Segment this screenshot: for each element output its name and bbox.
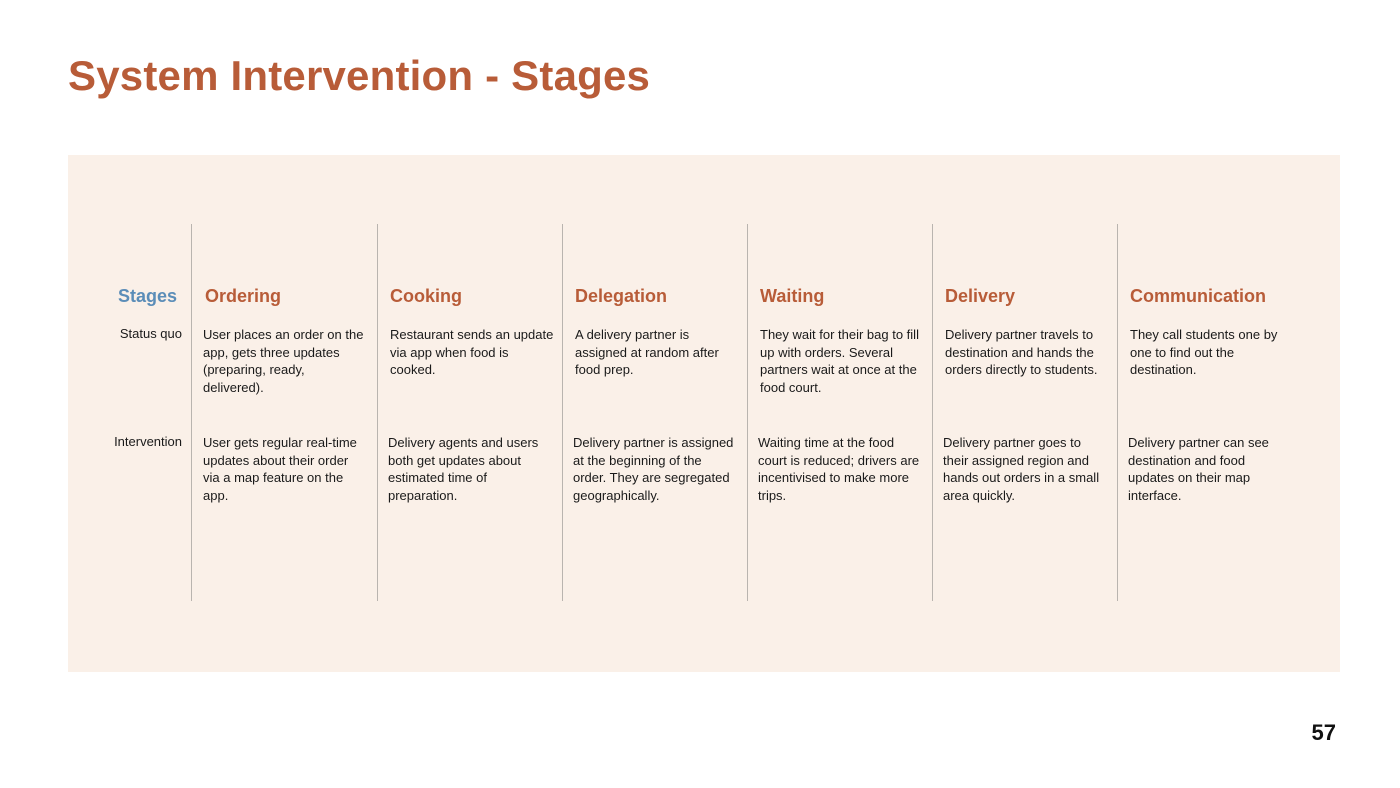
intervention-label: Intervention — [114, 434, 182, 449]
stage-heading-waiting: Waiting — [760, 286, 825, 306]
status-quo-cell-cooking: Restaurant sends an update via app when … — [390, 327, 554, 377]
column-divider — [562, 224, 563, 601]
intervention-cell-communication: Delivery partner can see destination and… — [1128, 435, 1269, 503]
status-quo-cell-delivery: Delivery partner travels to destination … — [945, 327, 1098, 377]
page-number: 57 — [1311, 720, 1336, 745]
stage-heading-delegation: Delegation — [575, 286, 668, 306]
intervention-cell-waiting: Waiting time at the food court is reduce… — [758, 435, 920, 503]
intervention-cell-delivery: Delivery partner goes to their assigned … — [943, 435, 1100, 503]
status-quo-cell-delegation: A delivery partner is assigned at random… — [575, 327, 719, 377]
column-divider — [191, 224, 192, 601]
column-divider — [1117, 224, 1118, 601]
stages-panel — [68, 155, 1340, 672]
status-quo-cell-ordering: User places an order on the app, gets th… — [203, 327, 364, 395]
page-title: System Intervention - Stages — [68, 52, 651, 99]
stage-heading-ordering: Ordering — [205, 286, 282, 306]
status-quo-cell-communication: They call students one by one to find ou… — [1130, 327, 1278, 377]
column-divider — [932, 224, 933, 601]
intervention-cell-delegation: Delivery partner is assigned at the begi… — [573, 435, 734, 503]
status-quo-cell-waiting: They wait for their bag to fill up with … — [760, 327, 919, 395]
stages-label: Stages — [118, 286, 178, 306]
stage-heading-communication: Communication — [1130, 286, 1267, 306]
column-divider — [747, 224, 748, 601]
stage-heading-delivery: Delivery — [945, 286, 1016, 306]
intervention-cell-cooking: Delivery agents and users both get updat… — [388, 435, 539, 503]
intervention-cell-ordering: User gets regular real-time updates abou… — [203, 435, 357, 503]
status-quo-label: Status quo — [119, 326, 182, 341]
column-divider — [377, 224, 378, 601]
stage-heading-cooking: Cooking — [390, 286, 462, 306]
